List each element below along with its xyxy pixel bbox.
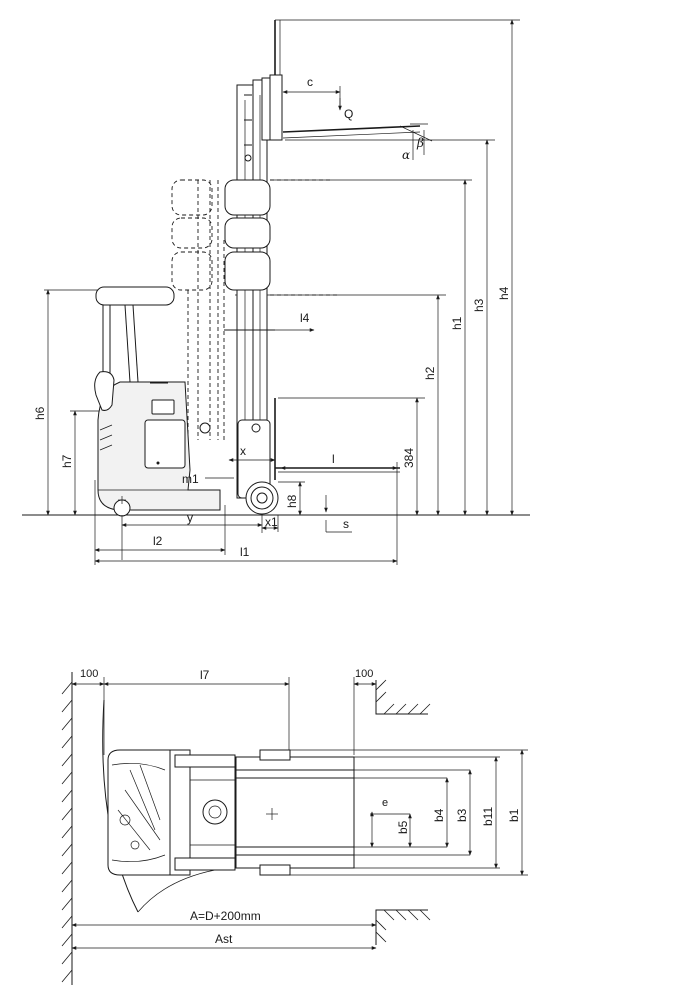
b3-label: b3 — [455, 808, 469, 822]
overhead-guard — [95, 286, 175, 383]
h6-label: h6 — [33, 406, 47, 420]
y-label: y — [187, 511, 193, 525]
fork-raised — [282, 125, 421, 133]
b5-label: b5 — [396, 820, 410, 834]
l-label: l — [332, 452, 335, 466]
clearance-right-label: 100 — [355, 668, 373, 680]
fork-left — [235, 769, 355, 779]
clearance-left-label: 100 — [80, 668, 98, 680]
truck-top — [107, 749, 236, 876]
l2-label: l2 — [153, 534, 163, 548]
rack-bottom-corner — [375, 909, 428, 945]
x-label: x — [240, 444, 246, 458]
l7-label: l7 — [200, 668, 210, 682]
h7-label: h7 — [60, 454, 74, 468]
outrigger-right — [259, 864, 291, 876]
m1-label: m1 — [182, 472, 199, 486]
c-label: c — [307, 75, 313, 89]
x1-label: x1 — [265, 515, 278, 529]
ast-label: Ast — [215, 932, 233, 946]
alpha-label: α — [402, 148, 410, 162]
l4-label: l4 — [300, 311, 310, 325]
dim-384-label: 384 — [402, 448, 416, 468]
s-label: s — [343, 517, 349, 531]
h8-label: h8 — [285, 494, 299, 508]
e-label: e — [382, 797, 388, 809]
fork-right — [235, 846, 355, 856]
tiller-handle — [94, 371, 115, 411]
h4-label: h4 — [497, 286, 511, 300]
b11-label: b11 — [481, 807, 495, 826]
top-view: 100 l7 100 — [61, 668, 528, 985]
carriage-raised — [269, 74, 283, 141]
Q-label: Q — [344, 107, 353, 121]
aisle-pallet-label: A=D+200mm — [190, 909, 261, 923]
l1-label: l1 — [240, 545, 250, 559]
side-view: h4 h3 h1 h2 384 h6 h7 — [22, 19, 530, 565]
h3-label: h3 — [472, 298, 486, 312]
h1-label: h1 — [450, 316, 464, 330]
b1-label: b1 — [507, 808, 521, 822]
outrigger-left — [259, 749, 291, 761]
ghost-mast — [171, 179, 225, 440]
load-outline — [224, 179, 340, 296]
b4-label: b4 — [432, 808, 446, 822]
h2-label: h2 — [423, 366, 437, 380]
rack-top-corner — [375, 680, 428, 715]
beta-label: β — [416, 136, 424, 150]
truck-body — [97, 381, 221, 511]
